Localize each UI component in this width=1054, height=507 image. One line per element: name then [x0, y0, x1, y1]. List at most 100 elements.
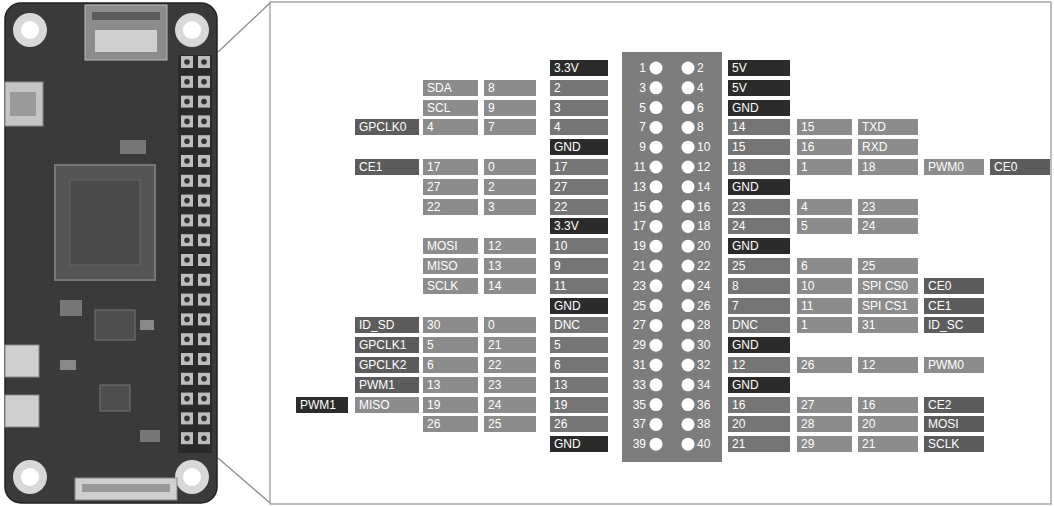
pin-number: 20 [697, 238, 721, 254]
pin-number: 28 [697, 317, 721, 333]
header-hole [198, 353, 210, 365]
pin-dot [650, 200, 663, 213]
pin-label: 27 [554, 181, 567, 193]
pin-label: PWM1 [359, 379, 395, 391]
pin-label-box: 8 [484, 80, 536, 96]
pin-label: GND [732, 240, 759, 252]
pin-label-box: 5V [728, 60, 790, 76]
pin-dot [682, 438, 695, 451]
pin-number-text: 31 [633, 359, 646, 371]
pin-label-box: DNC [550, 317, 608, 333]
pin-label: 3 [488, 201, 495, 213]
pin-label: 22 [427, 201, 440, 213]
pin-label: 3.3V [554, 62, 579, 74]
pin-dot [682, 339, 695, 352]
pin-label: 23 [732, 201, 745, 213]
pin-label: PWM1 [300, 399, 336, 411]
pin-label: 5V [732, 82, 747, 94]
pin-number: 22 [697, 258, 721, 274]
pin-label: CE0 [994, 161, 1017, 173]
pin-label: 4 [427, 121, 434, 133]
pin-label: 12 [488, 240, 501, 252]
pin-label-box: 26 [423, 416, 478, 432]
pin-label: 26 [554, 418, 567, 430]
pin-label: GND [554, 438, 581, 450]
pin-label-box: 16 [728, 397, 790, 413]
header-hole [181, 56, 193, 68]
pin-label-box: 12 [858, 357, 918, 373]
pin-number: 8 [697, 119, 721, 135]
pin-label-box: SCLK [924, 436, 984, 452]
pin-label-box: 5 [423, 337, 478, 353]
pin-dot [682, 398, 695, 411]
pin-label-box: CE1 [355, 159, 419, 175]
pin-label-box: 20 [728, 416, 790, 432]
pin-label-box: 16 [797, 139, 852, 155]
pin-label: 28 [801, 418, 814, 430]
pin-label: 8 [732, 280, 739, 292]
pin-number-text: 1 [639, 62, 646, 74]
pin-label-box: 3 [550, 100, 608, 116]
pin-label-box: 20 [858, 416, 918, 432]
pin-label: SCLK [928, 438, 959, 450]
pin-label-box: GND [728, 179, 790, 195]
pin-label: DNC [554, 319, 580, 331]
pin-number-text: 18 [697, 220, 710, 232]
pin-label: GND [732, 339, 759, 351]
pin-label: PWM0 [928, 359, 964, 371]
pin-dot [682, 220, 695, 233]
header-hole [181, 175, 193, 187]
pin-label: 19 [427, 399, 440, 411]
pin-label-box: 21 [484, 337, 536, 353]
pin-label-box: 24 [858, 218, 918, 234]
pin-number-text: 36 [697, 399, 710, 411]
raspberry-pi-zero-board [5, 3, 217, 503]
header-hole [181, 76, 193, 88]
pin-dot [650, 299, 663, 312]
pin-label-box: 12 [728, 357, 790, 373]
pin-label: 31 [862, 319, 875, 331]
pin-label-box: GND [550, 298, 608, 314]
pin-label-box: DNC [728, 317, 790, 333]
pin-label: 3.3V [554, 220, 579, 232]
pin-label: 8 [488, 82, 495, 94]
pin-label-box: ID_SD [355, 317, 419, 333]
pin-dot [682, 180, 695, 193]
pin-number: 5 [622, 100, 646, 116]
pin-label: 22 [488, 359, 501, 371]
pin-label-box: MISO [355, 397, 419, 413]
pin-number: 14 [697, 179, 721, 195]
header-hole [198, 76, 210, 88]
pin-label-box: 27 [423, 179, 478, 195]
pin-number-text: 5 [639, 102, 646, 114]
pin-label-box: GND [728, 377, 790, 393]
pin-number-text: 19 [633, 240, 646, 252]
pin-label-box: 7 [484, 119, 536, 135]
pin-label: 9 [488, 102, 495, 114]
pin-label-box: CE1 [924, 298, 984, 314]
pin-label: 24 [488, 399, 501, 411]
pin-label-box: GND [550, 436, 608, 452]
pin-label-box: 31 [858, 317, 918, 333]
pin-label-box: 23 [728, 199, 790, 215]
pin-label: 6 [427, 359, 434, 371]
pin-label: 12 [732, 359, 745, 371]
pin-label-box: SPI CS1 [858, 298, 918, 314]
pin-label: GND [554, 300, 581, 312]
pin-label-box: 27 [550, 179, 608, 195]
pin-label: 25 [488, 418, 501, 430]
pin-number-text: 33 [633, 379, 646, 391]
pin-label: 29 [801, 438, 814, 450]
pin-number: 26 [697, 298, 721, 314]
header-holes [181, 56, 210, 444]
pin-label-box: 23 [858, 199, 918, 215]
pin-number-text: 30 [697, 339, 710, 351]
pin-label: 5 [554, 339, 561, 351]
header-hole [198, 155, 210, 167]
pin-dot [650, 418, 663, 431]
pin-dot [682, 260, 695, 273]
pin-dot [682, 378, 695, 391]
pin-number-text: 4 [697, 82, 704, 94]
pin-number-text: 39 [633, 438, 646, 450]
pin-number: 10 [697, 139, 721, 155]
